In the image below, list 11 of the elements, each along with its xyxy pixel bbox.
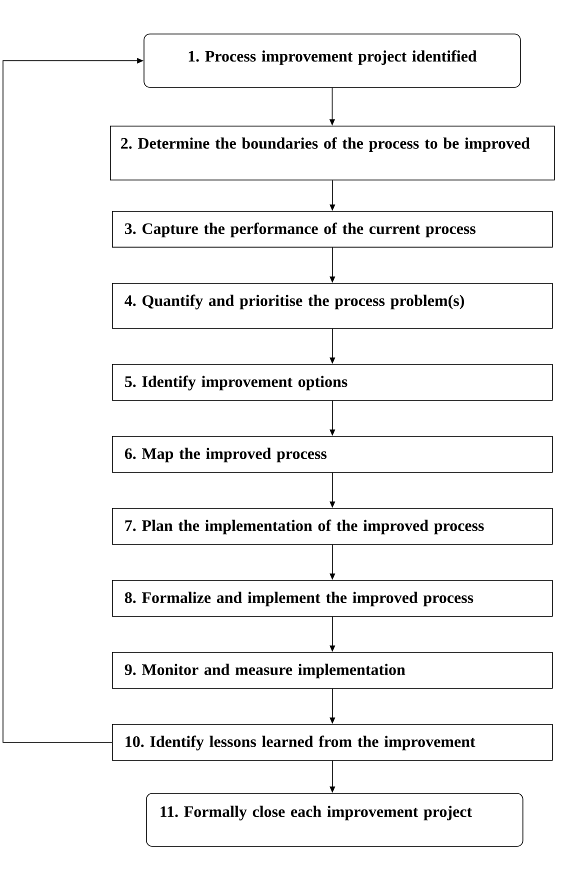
terminal-box: 11. Formally close each improvement project xyxy=(146,793,524,847)
process-box: 8. Formalize and implement the improved process xyxy=(112,580,553,617)
process-box: 10. Identify lessons learned from the improvement xyxy=(112,724,553,761)
process-box: 4. Quantify and prioritise the process problem(s) xyxy=(112,283,553,329)
process-box: 6. Map the improved process xyxy=(112,436,553,473)
process-box: 2. Determine the boundaries of the process to be improved xyxy=(110,126,555,180)
process-box: 3. Capture the performance of the current process xyxy=(112,211,553,248)
process-box: 7. Plan the implementation of the improved process xyxy=(112,508,553,545)
terminal-box: 1. Process improvement project identified xyxy=(144,34,521,88)
process-box: 5. Identify improvement options xyxy=(112,364,553,401)
process-box: 9. Monitor and measure implementation xyxy=(112,652,553,689)
